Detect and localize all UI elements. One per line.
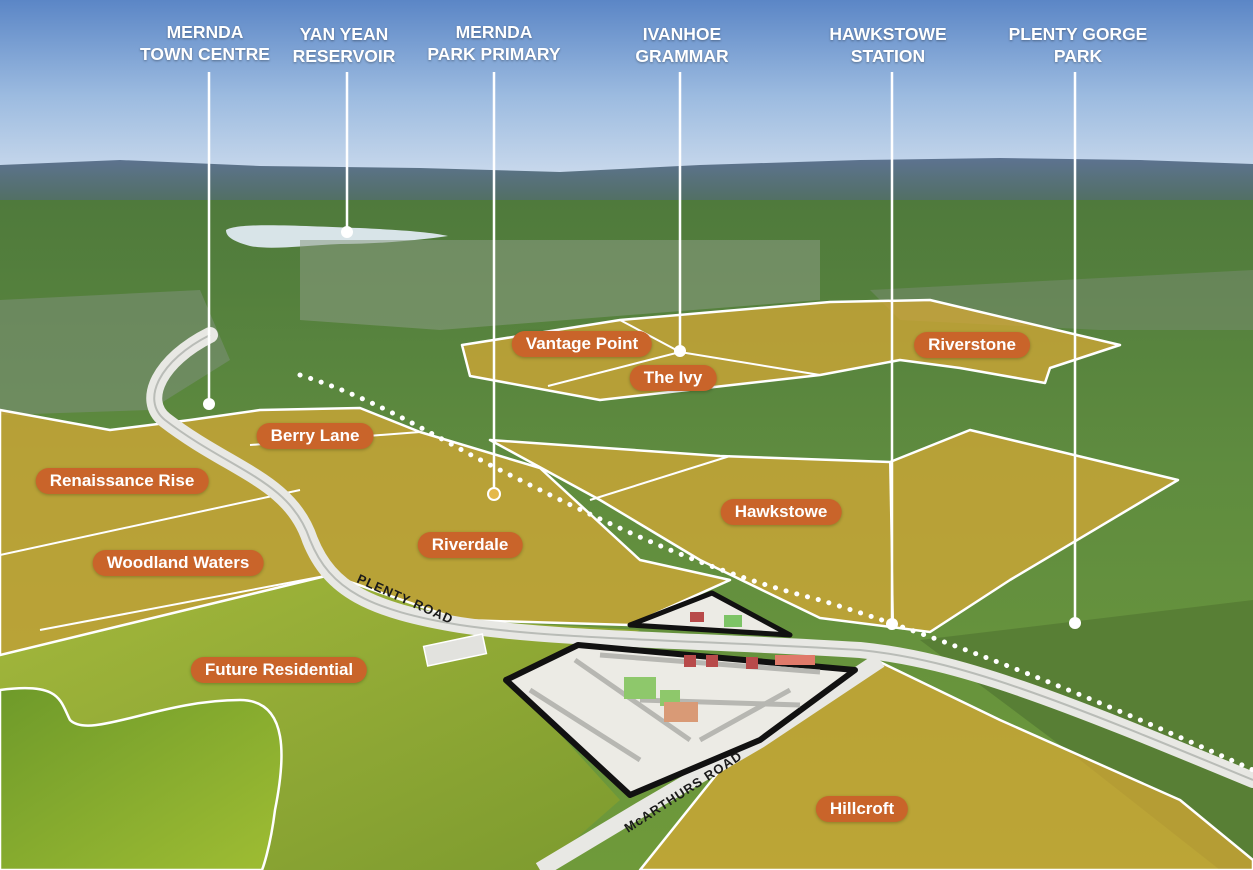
estate-hillcroft: Hillcroft — [815, 796, 909, 822]
estate-hawkstowe: Hawkstowe — [720, 499, 842, 525]
suburb-texture — [300, 240, 820, 330]
rail-line — [297, 372, 1253, 773]
estate-boundaries — [0, 298, 1253, 870]
estate-area-east — [488, 428, 1180, 634]
suburb-texture — [0, 290, 230, 415]
site-park — [724, 615, 742, 627]
estate-riverdale: Riverdale — [417, 532, 523, 558]
estate-vantage-point: Vantage Point — [511, 331, 653, 357]
landmark-leaders — [207, 72, 1077, 622]
site-plan — [503, 590, 858, 798]
estate-area-north — [460, 298, 1122, 402]
car-park — [422, 633, 488, 667]
estate-the-ivy: The Ivy — [629, 365, 717, 391]
divider-hawkstowe — [589, 455, 731, 501]
divider-vantage — [619, 319, 681, 353]
site-lot-red — [706, 655, 718, 667]
estate-renaissance-rise: Renaissance Rise — [35, 468, 209, 494]
mcarthurs-road — [535, 653, 885, 870]
divider-woodland — [39, 574, 331, 631]
landmark-yan-yean-reservoir: YAN YEAN RESERVOIR — [292, 24, 396, 66]
reservoir — [226, 225, 448, 248]
landmark-mernda-park-primary: MERNDA PARK PRIMARY — [427, 22, 561, 64]
site-lot-red — [746, 657, 758, 669]
site-lot-red — [690, 612, 704, 622]
landmark-dots — [203, 226, 1081, 630]
estate-future-residential: Future Residential — [190, 657, 368, 683]
site-lot-red — [684, 655, 696, 667]
green-reserve — [0, 686, 283, 870]
dot-plenty-gorge — [1069, 617, 1081, 629]
site-plan-north — [627, 590, 793, 638]
landmark-hawkstowe-station: HAWKSTOWE STATION — [829, 24, 947, 66]
dot-ivanhoe-grammar — [674, 345, 686, 357]
plenty-road-median — [153, 334, 1253, 781]
landmark-mernda-town-centre: MERNDA TOWN CENTRE — [140, 22, 270, 64]
divider-renaissance — [0, 489, 301, 556]
dot-mernda-park-primary — [487, 487, 501, 501]
dot-mernda-town-centre — [203, 398, 215, 410]
landmark-plenty-gorge-park: PLENTY GORGE PARK — [1008, 24, 1148, 66]
site-lot-red — [775, 655, 815, 665]
landmark-ivanhoe-grammar: IVANHOE GRAMMAR — [635, 24, 729, 66]
dot-yan-yean — [341, 226, 353, 238]
site-park — [624, 677, 656, 699]
dot-hawkstowe-station — [886, 618, 898, 630]
estate-berry-lane: Berry Lane — [256, 423, 374, 449]
site-lot-commercial — [664, 702, 698, 722]
estate-riverstone: Riverstone — [914, 332, 1030, 358]
estate-woodland-waters: Woodland Waters — [92, 550, 264, 576]
